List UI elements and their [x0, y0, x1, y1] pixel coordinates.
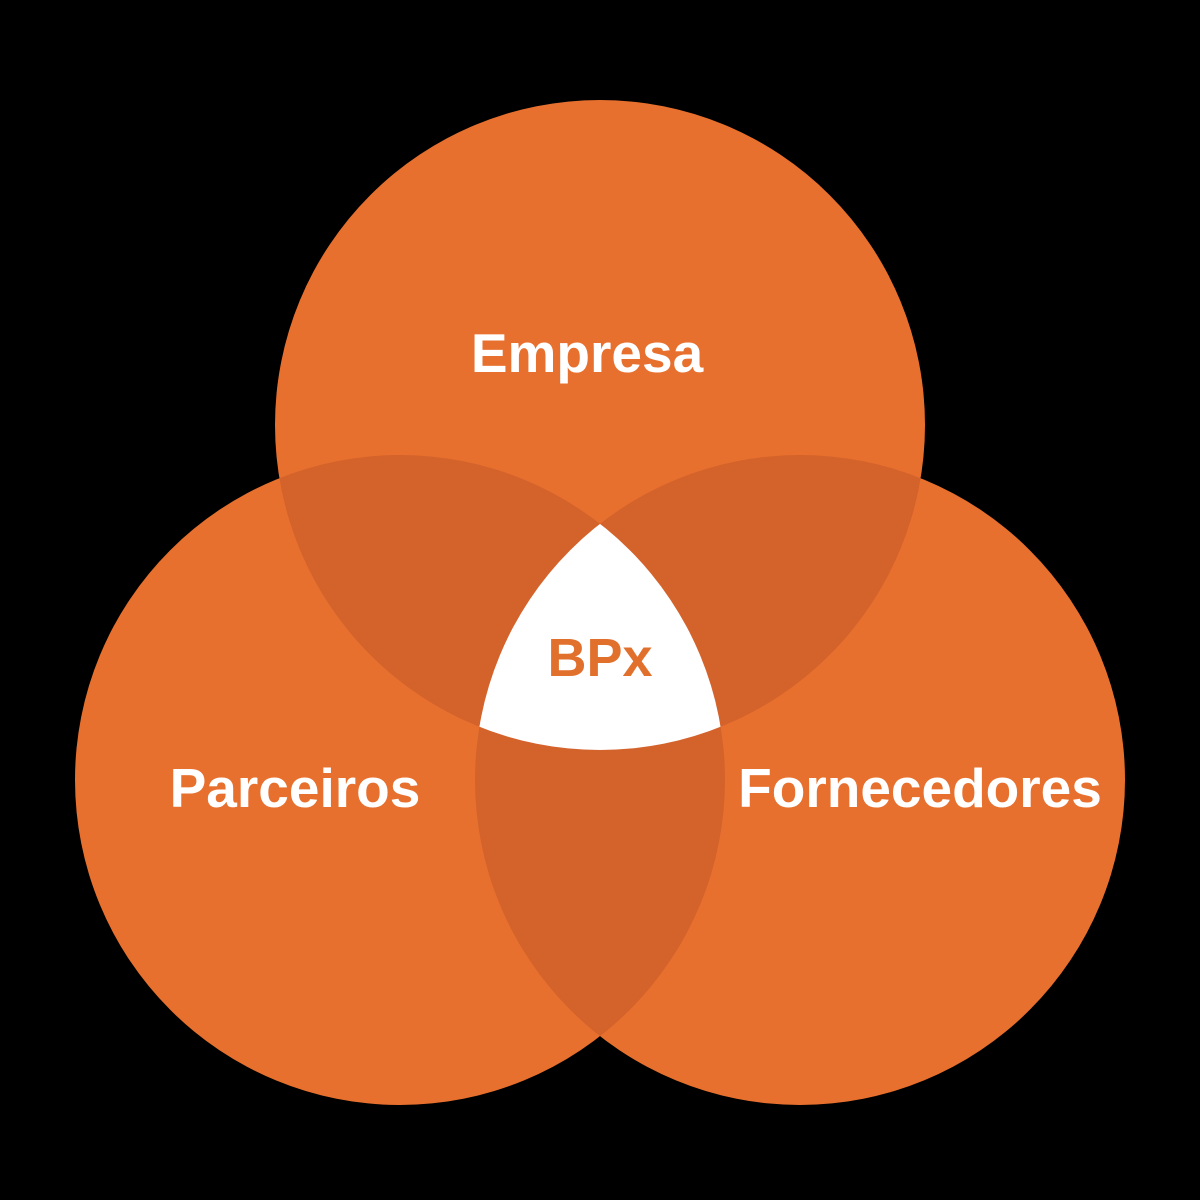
- label-fornecedores: Fornecedores: [738, 757, 1102, 819]
- triple-intersection-region: [475, 455, 725, 750]
- label-empresa: Empresa: [471, 322, 704, 384]
- label-parceiros: Parceiros: [170, 757, 421, 819]
- label-center-bpx: BPx: [547, 628, 652, 688]
